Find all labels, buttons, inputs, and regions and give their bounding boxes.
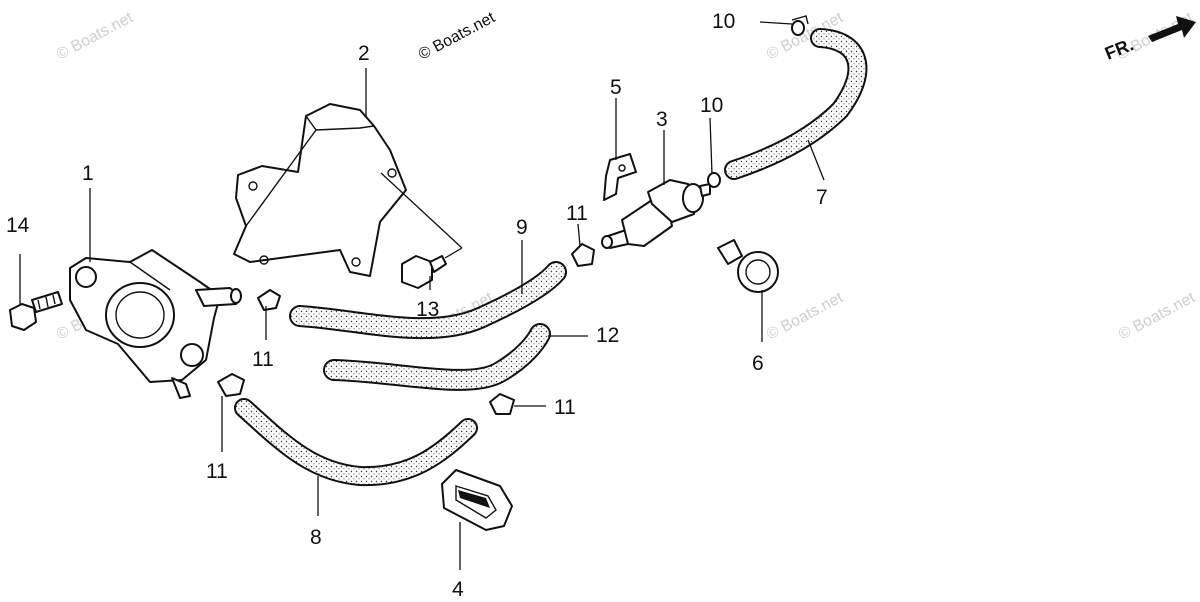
callout-labels: 1 2 3 4 5 6 7 8 9 10 10 11 11 11 11 12 1… — [6, 10, 828, 601]
callout-5: 5 — [610, 76, 622, 99]
callout-8: 8 — [310, 526, 322, 549]
part-1-fuel-pump — [69, 249, 242, 399]
leader-lines — [19, 21, 825, 570]
callout-12: 12 — [596, 324, 619, 347]
watermark: © Boats.net — [1116, 289, 1198, 344]
part-9-hose — [289, 261, 567, 340]
part-11-clip-b — [571, 243, 595, 267]
callout-11-lower-right: 11 — [554, 396, 576, 419]
part-11-clip-d — [489, 393, 515, 415]
part-8-hose — [234, 398, 478, 487]
watermark: © Boats.net — [764, 289, 846, 344]
direction-arrow-icon — [1148, 16, 1196, 42]
callout-9: 9 — [516, 216, 528, 239]
part-11-clip-a — [257, 289, 281, 311]
part-5-clip — [603, 153, 637, 201]
part-11-clip-c — [217, 373, 245, 397]
callout-10-upper: 10 — [712, 10, 735, 33]
callout-1: 1 — [82, 162, 94, 185]
callout-14: 14 — [6, 214, 30, 237]
part-3-fuel-filter — [601, 179, 711, 249]
callout-3: 3 — [656, 108, 668, 131]
callout-11-filter: 11 — [566, 202, 588, 225]
callout-2: 2 — [358, 42, 370, 65]
callout-6: 6 — [752, 352, 764, 375]
part-2-bracket — [233, 103, 407, 277]
part-7-hose — [724, 28, 868, 180]
callout-11-lower-left: 11 — [206, 460, 228, 483]
part-10-clip-upper — [791, 15, 809, 36]
callout-4: 4 — [452, 578, 464, 601]
callout-10-lower: 10 — [700, 94, 723, 117]
part-4-grommet — [441, 469, 513, 531]
callout-11-pump: 11 — [252, 348, 274, 371]
watermark: © Boats.net — [416, 9, 498, 64]
callout-13: 13 — [416, 298, 439, 321]
part-6-hose-clamp — [717, 239, 779, 293]
part-10-clip-lower — [707, 172, 721, 188]
watermark: © Boats.net — [54, 9, 136, 64]
part-14-bolt — [9, 291, 63, 331]
callout-7: 7 — [816, 186, 828, 209]
part-12-hose — [323, 323, 551, 391]
part-13-bolt — [380, 172, 463, 289]
